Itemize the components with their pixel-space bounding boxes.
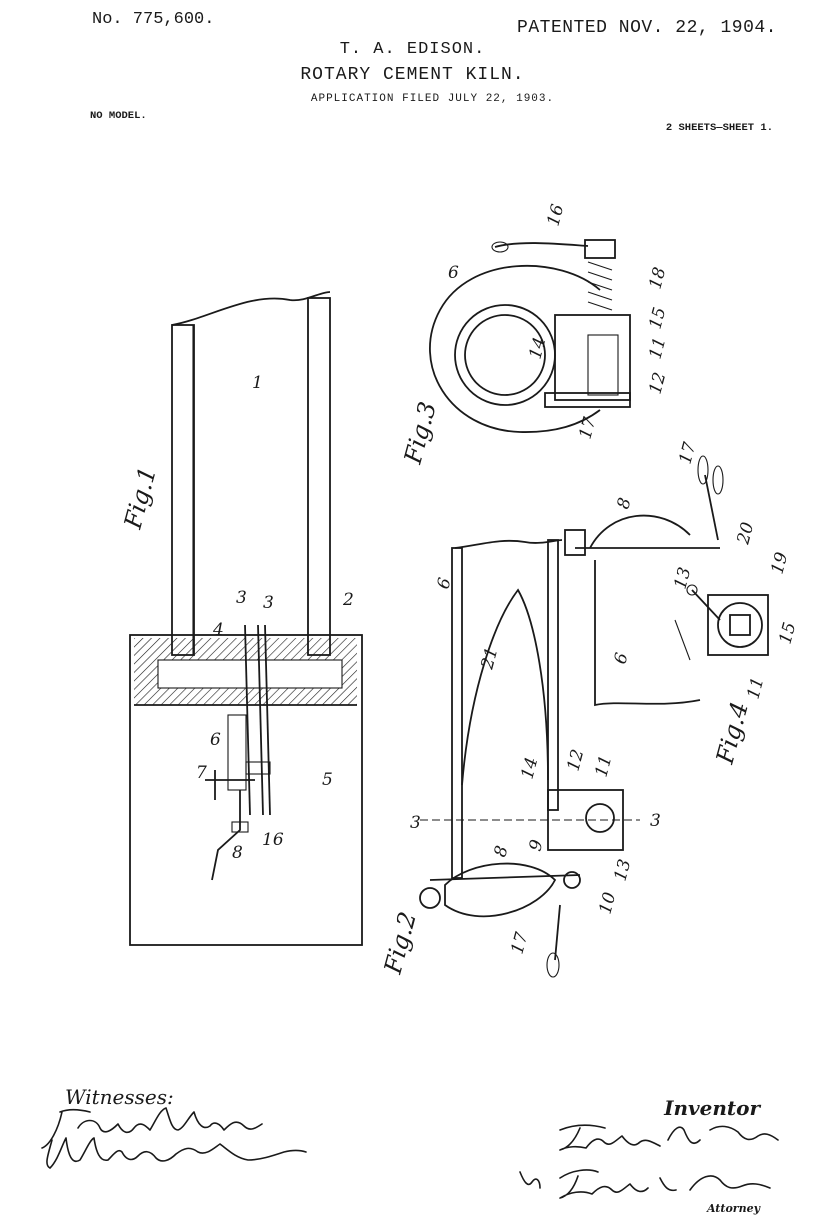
attorney-label: Attorney xyxy=(706,1202,760,1215)
fig4-part-15: 15 xyxy=(776,620,801,646)
fig3-part-12: 12 xyxy=(646,370,671,396)
fig2-label: Fig.2 xyxy=(378,909,422,978)
fig2-part-14: 14 xyxy=(518,755,543,781)
attorney-signature xyxy=(519,1169,771,1199)
figure-1: 1 2 3 3 4 5 6 7 8 16 Fig.1 xyxy=(118,291,363,946)
inventor-name: T. A. EDISON. xyxy=(339,40,486,59)
figure-2: 6 21 14 12 11 3 3 8 9 13 10 17 Fig.2 xyxy=(378,539,661,978)
fig4-part-8: 8 xyxy=(614,495,636,511)
fig2-part-11: 11 xyxy=(592,753,617,779)
fig1-part-3b: 3 xyxy=(263,593,274,613)
fig2-part-6: 6 xyxy=(434,575,456,591)
fig2-part-9: 9 xyxy=(526,837,548,853)
fig3-part-16: 16 xyxy=(544,202,569,228)
fig2-part-17: 17 xyxy=(508,930,533,956)
fig4-part-19: 19 xyxy=(768,550,793,576)
fig2-part-3b: 3 xyxy=(650,811,661,831)
fig3-part-6: 6 xyxy=(448,263,459,283)
fig1-part-7: 7 xyxy=(196,763,207,783)
application-filed: APPLICATION FILED JULY 22, 1903. xyxy=(310,93,555,105)
inventor-label: Inventor xyxy=(664,1096,760,1120)
fig3-part-15: 15 xyxy=(646,305,671,331)
fig2-part-3a: 3 xyxy=(410,813,421,833)
figure-3: 6 16 18 14 15 11 12 17 Fig.3 xyxy=(398,202,670,467)
witnesses-label: Witnesses: xyxy=(65,1085,174,1109)
fig3-part-11: 11 xyxy=(646,335,671,361)
fig2-part-12: 12 xyxy=(564,747,589,773)
fig4-part-11: 11 xyxy=(744,675,769,701)
fig1-part-6: 6 xyxy=(210,730,221,750)
fig2-part-21: 21 xyxy=(477,645,502,672)
fig2-part-10: 10 xyxy=(596,890,621,916)
model-note: NO MODEL. xyxy=(90,110,147,122)
fig4-part-17: 17 xyxy=(676,440,701,466)
fig1-label: Fig.1 xyxy=(118,464,162,533)
fig3-part-17: 17 xyxy=(576,415,601,441)
figure-4: 8 17 20 13 19 6 15 11 Fig.4 xyxy=(564,440,801,768)
inventor-signature xyxy=(559,1124,779,1151)
fig1-part-8: 8 xyxy=(232,843,243,863)
fig4-part-6: 6 xyxy=(611,650,633,666)
patent-date: PATENTED NOV. 22, 1904. xyxy=(517,18,777,38)
patent-title: ROTARY CEMENT KILN. xyxy=(300,65,525,85)
fig1-part-16: 16 xyxy=(262,830,284,850)
fig1-part-2: 2 xyxy=(342,590,354,610)
fig1-part-4: 4 xyxy=(212,620,224,640)
fig2-part-8: 8 xyxy=(491,843,513,859)
fig3-part-14: 14 xyxy=(526,335,551,361)
fig4-part-20: 20 xyxy=(733,520,758,547)
witness-signature-1 xyxy=(41,1107,263,1149)
patent-number: No. 775,600. xyxy=(92,10,215,29)
fig2-part-13: 13 xyxy=(611,857,636,883)
fig1-part-3a: 3 xyxy=(236,588,247,608)
fig1-part-5: 5 xyxy=(322,770,333,790)
fig1-part-1: 1 xyxy=(252,373,263,393)
fig4-part-13: 13 xyxy=(671,565,696,591)
fig4-label: Fig.4 xyxy=(710,699,754,768)
sheet-note: 2 SHEETS—SHEET 1. xyxy=(665,122,773,134)
fig3-label: Fig.3 xyxy=(398,399,442,468)
fig3-part-18: 18 xyxy=(646,265,671,291)
witness-signature-2 xyxy=(46,1137,307,1169)
